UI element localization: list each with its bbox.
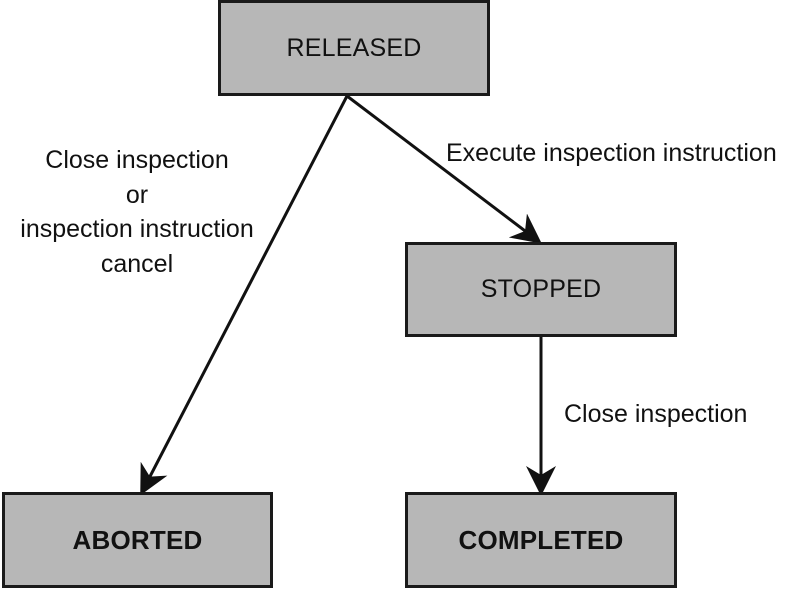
transition-label-close: Close inspection	[564, 400, 748, 428]
state-released: RELEASED	[218, 0, 490, 96]
arrow-released-to-stopped	[346, 94, 542, 244]
state-aborted: ABORTED	[2, 492, 273, 588]
transition-label-abort-line1: Close inspection	[45, 146, 229, 174]
arrow-released-to-aborted	[140, 95, 349, 496]
transition-label-abort-line3: inspection instruction	[20, 215, 254, 243]
state-released-label: RELEASED	[286, 33, 422, 62]
transition-label-abort-line4: cancel	[100, 249, 174, 278]
transition-label-execute: Execute inspection instruction	[446, 139, 777, 167]
state-stopped-label: STOPPED	[480, 275, 602, 303]
state-stopped: STOPPED	[405, 242, 677, 337]
state-aborted-label: ABORTED	[72, 524, 203, 555]
transition-label-abort-line2: or	[125, 180, 149, 209]
state-completed-label: COMPLETED	[458, 524, 624, 555]
state-completed: COMPLETED	[405, 492, 677, 588]
transition-label-abort: Close inspection or inspection instructi…	[2, 143, 272, 281]
